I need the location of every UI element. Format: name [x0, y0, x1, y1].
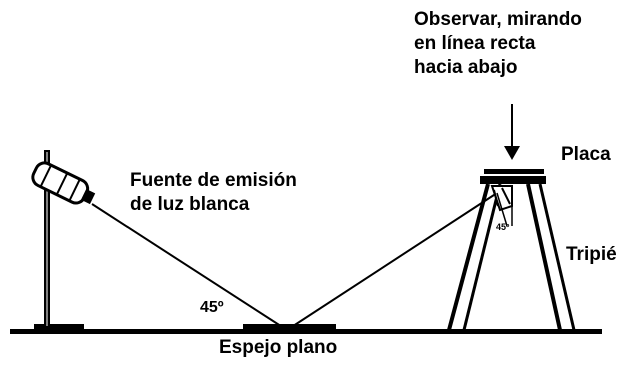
tripod: [447, 176, 576, 331]
sample-prism: 45º: [490, 185, 513, 232]
svg-text:45º: 45º: [496, 222, 510, 232]
plane-mirror: [243, 324, 336, 331]
observer-label-line-3: hacia abajo: [414, 57, 518, 78]
observer-label: Observar, mirando en línea recta hacia a…: [414, 8, 582, 80]
light-source-label-line-2: de luz blanca: [130, 194, 250, 215]
mirror-label: Espejo plano: [219, 337, 338, 358]
angle-label: 45º: [200, 299, 224, 316]
plate-label: Placa: [561, 144, 611, 165]
observer-label-line-2: en línea recta: [414, 33, 536, 54]
incident-ray: [91, 203, 288, 331]
light-source-lamp-icon: [31, 161, 96, 205]
plate: [484, 169, 544, 174]
stand-base: [34, 324, 84, 331]
light-source-label-line-1: Fuente de emisión: [130, 170, 297, 191]
light-source-label: Fuente de emisión de luz blanca: [130, 169, 297, 217]
ground-line: [10, 329, 602, 334]
reflected-ray: [286, 192, 498, 331]
observer-label-line-1: Observar, mirando: [414, 9, 582, 30]
down-arrow-icon: [504, 104, 520, 160]
tripod-label: Tripié: [566, 244, 617, 265]
